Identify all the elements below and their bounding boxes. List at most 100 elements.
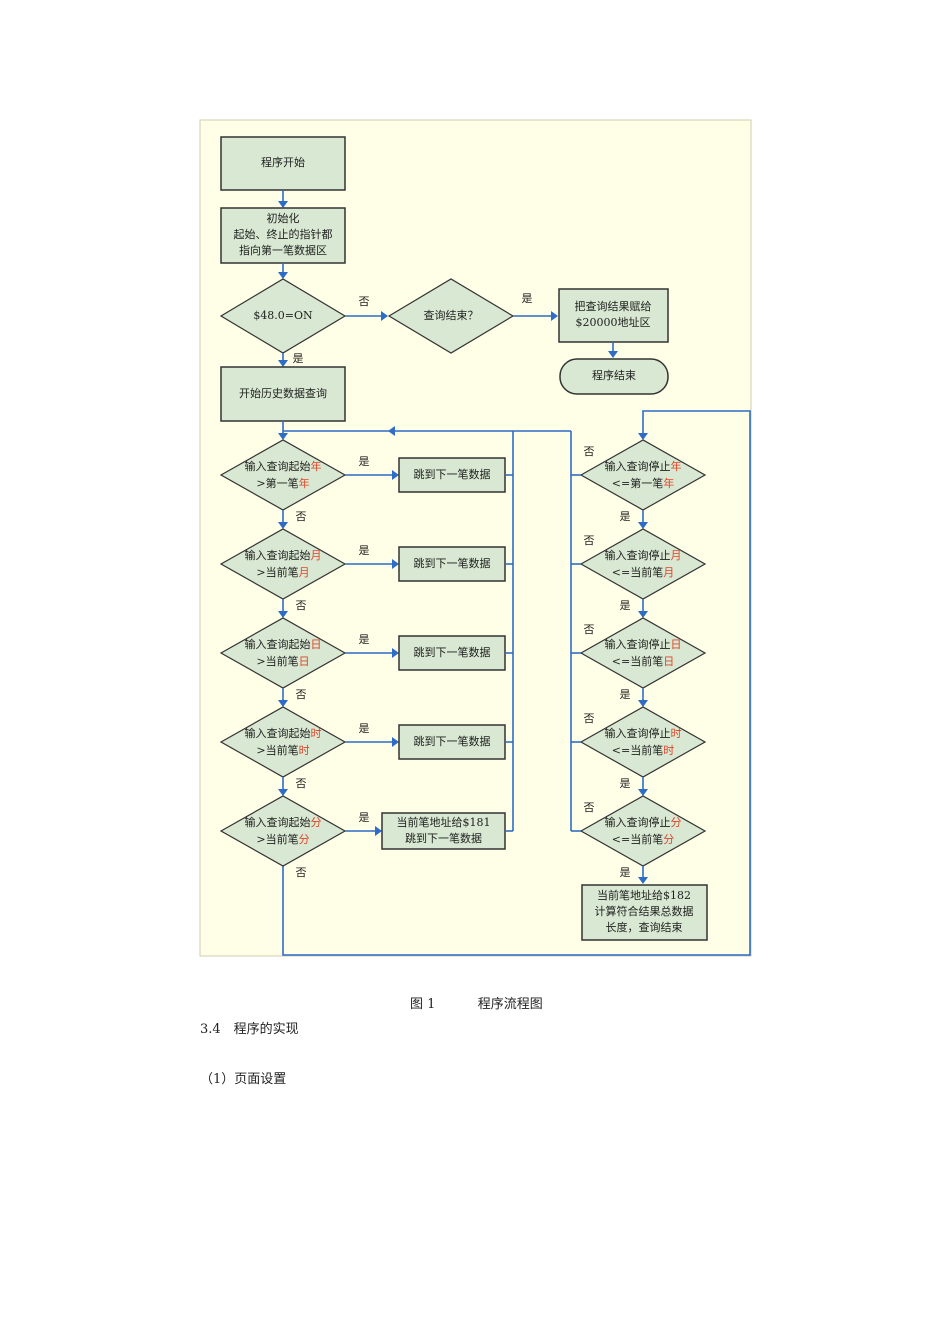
condition-text: 输入查询停止 — [605, 726, 671, 740]
assign-result-label: 把查询结果赋给 — [575, 299, 652, 313]
condition-text: <=当前笔 — [612, 743, 663, 757]
condition-highlight: 时 — [299, 744, 310, 757]
condition-highlight: 分 — [671, 816, 682, 829]
stop-condition-label: 输入查询停止分<=当前笔分 — [605, 815, 682, 846]
no-label: 否 — [296, 777, 307, 790]
skip-record-box — [398, 546, 506, 582]
arrowhead-icon — [638, 877, 648, 884]
yes-label: 是 — [620, 599, 631, 612]
skip-record-label: 当前笔地址给$181 — [397, 815, 491, 829]
skip-record-box — [398, 457, 506, 493]
final-result-box — [581, 884, 708, 941]
stop-condition-label: 输入查询停止日<=当前笔日 — [605, 637, 682, 668]
yes-label: 是 — [359, 544, 370, 557]
arrowhead-icon — [638, 611, 648, 618]
start-label: 程序开始 — [261, 155, 305, 169]
condition-highlight: 月 — [663, 566, 674, 579]
condition-highlight: 月 — [671, 549, 682, 562]
arrowhead-icon — [278, 700, 288, 707]
condition-highlight: 日 — [311, 638, 322, 651]
skip-record-label: 跳到下一笔数据 — [414, 734, 491, 748]
final-result-label: 长度，查询结束 — [606, 920, 683, 934]
no-label: 否 — [296, 866, 307, 879]
condition-highlight: 月 — [311, 549, 322, 562]
init-label: 指向第一笔数据区 — [239, 243, 327, 257]
skip-record-label: 跳到下一笔数据 — [414, 645, 491, 659]
figure-title: 程序流程图 — [477, 997, 543, 1012]
no-label: 否 — [296, 688, 307, 701]
no-label: 否 — [584, 712, 595, 725]
condition-highlight: 年 — [671, 459, 682, 473]
assign-result-label: $20000地址区 — [576, 315, 651, 329]
condition-text: >当前笔 — [256, 832, 298, 846]
condition-highlight: 日 — [671, 638, 682, 651]
start-condition-label: 输入查询起始月>当前笔月 — [245, 548, 322, 579]
start-box — [220, 136, 346, 191]
figure-caption: 图 1 程序流程图 — [410, 993, 543, 1012]
condition-text: 输入查询停止 — [605, 815, 671, 829]
yes-label: 是 — [620, 688, 631, 701]
stop-condition-decision — [579, 795, 707, 867]
arrowhead-icon — [278, 201, 288, 208]
yes-label: 是 — [359, 811, 370, 824]
no-label: 否 — [584, 445, 595, 458]
no-label: 否 — [584, 623, 595, 636]
yes-label: 是 — [522, 292, 533, 305]
arrowhead-icon — [278, 272, 288, 279]
condition-highlight: 月 — [299, 566, 310, 579]
condition-text: <=第一笔 — [612, 476, 663, 490]
skip-record-box — [398, 724, 506, 760]
arrowhead-icon — [278, 789, 288, 796]
flag-label: $48.0=ON — [253, 309, 313, 322]
yes-label: 是 — [620, 777, 631, 790]
arrowhead-icon — [392, 559, 399, 569]
outer-loop-line — [282, 410, 751, 956]
stop-condition-decision — [579, 528, 707, 600]
arrowhead-icon — [638, 700, 648, 707]
figure-number: 图 1 — [410, 997, 436, 1012]
condition-text: <=当前笔 — [612, 565, 663, 579]
section-heading: 3.4 程序的实现 — [200, 1022, 299, 1037]
stop-condition-decision — [579, 617, 707, 689]
condition-text: 输入查询停止 — [605, 637, 671, 651]
no-label: 否 — [296, 510, 307, 523]
condition-highlight: 日 — [299, 655, 310, 668]
arrowhead-icon — [381, 311, 388, 321]
condition-text: 输入查询起始 — [245, 548, 311, 562]
arrowhead-icon — [638, 789, 648, 796]
yes-label: 是 — [359, 455, 370, 468]
arrowhead-icon — [392, 470, 399, 480]
final-result-label: 当前笔地址给$182 — [597, 888, 691, 902]
skip-record-box — [381, 812, 506, 850]
skip-record-label: 跳到下一笔数据 — [414, 556, 491, 570]
no-label: 否 — [584, 534, 595, 547]
arrowhead-icon — [278, 433, 288, 440]
stop-condition-decision — [579, 439, 707, 511]
init-label: 起始、终止的指针都 — [234, 227, 333, 241]
end-label: 程序结束 — [592, 368, 636, 382]
arrowhead-icon — [551, 311, 558, 321]
condition-text: >当前笔 — [256, 743, 298, 757]
start-condition-label: 输入查询起始时>当前笔时 — [245, 726, 322, 757]
condition-highlight: 分 — [311, 816, 322, 829]
arrowhead-icon — [638, 433, 648, 440]
history-query-box — [220, 366, 346, 422]
condition-text: >第一笔 — [256, 476, 298, 490]
condition-highlight: 分 — [299, 833, 310, 846]
subsection-heading: （1）页面设置 — [200, 1072, 287, 1087]
yes-label: 是 — [359, 633, 370, 646]
stop-condition-label: 输入查询停止年<=第一笔年 — [605, 459, 682, 490]
no-label: 否 — [584, 801, 595, 814]
condition-text: <=当前笔 — [612, 832, 663, 846]
yes-label: 是 — [293, 352, 304, 365]
query-done-label: 查询结束？ — [424, 308, 479, 322]
arrowhead-icon — [392, 737, 399, 747]
condition-text: 输入查询起始 — [245, 726, 311, 740]
arrowhead-icon — [375, 826, 382, 836]
arrowhead-icon — [388, 426, 395, 436]
condition-text: >当前笔 — [256, 565, 298, 579]
start-condition-label: 输入查询起始日>当前笔日 — [245, 637, 322, 668]
init-label: 初始化 — [267, 211, 300, 225]
arrowhead-icon — [638, 522, 648, 529]
